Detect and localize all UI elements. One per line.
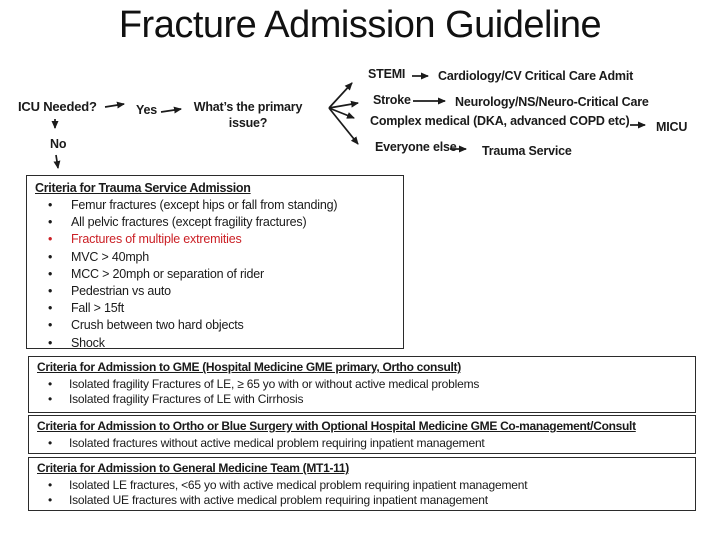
criteria-item: Isolated LE fractures, <65 yo with activ… xyxy=(37,478,687,494)
branch-stroke-label: Stroke xyxy=(373,93,411,107)
criteria-list: Isolated LE fractures, <65 yo with activ… xyxy=(37,478,687,509)
branch-everyone-target: Trauma Service xyxy=(482,144,572,158)
criteria-item: Fall > 15ft xyxy=(35,300,395,317)
ortho-blue-surgery-criteria-box: Criteria for Admission to Ortho or Blue … xyxy=(28,415,696,454)
criteria-list: Isolated fractures without active medica… xyxy=(37,436,687,452)
criteria-item: Pedestrian vs auto xyxy=(35,283,395,300)
icu-needed-label: ICU Needed? xyxy=(18,99,97,114)
criteria-item: MVC > 40mph xyxy=(35,249,395,266)
branch-everyone-label: Everyone else xyxy=(375,140,457,154)
criteria-item: Isolated UE fractures with active medica… xyxy=(37,493,687,509)
box-title: Criteria for Admission to GME (Hospital … xyxy=(37,360,461,374)
arrow-branch-stroke-icon xyxy=(328,100,359,109)
arrow-yes-to-primary-icon xyxy=(160,106,182,114)
gme-criteria-box: Criteria for Admission to GME (Hospital … xyxy=(28,356,696,413)
criteria-item: Femur fractures (except hips or fall fro… xyxy=(35,197,395,214)
branch-stemi-target: Cardiology/CV Critical Care Admit xyxy=(438,69,634,83)
trauma-service-criteria-box: Criteria for Trauma Service Admission Fe… xyxy=(26,175,404,352)
yes-label: Yes xyxy=(136,103,157,117)
criteria-item: Isolated fragility Fractures of LE with … xyxy=(37,392,687,408)
branch-complex-target: MICU xyxy=(656,120,688,134)
general-medicine-criteria-box: Criteria for Admission to General Medici… xyxy=(28,457,696,511)
arrow-no-down-icon xyxy=(53,154,61,169)
box-title: Criteria for Admission to Ortho or Blue … xyxy=(37,419,636,433)
arrow-icu-to-yes-icon xyxy=(104,101,125,109)
box-title: Criteria for Trauma Service Admission xyxy=(35,181,251,195)
box-title: Criteria for Admission to General Medici… xyxy=(37,461,349,475)
primary-issue-label: What’s the primary issue? xyxy=(193,100,303,130)
criteria-list: Isolated fragility Fractures of LE, ≥ 65… xyxy=(37,377,687,408)
branch-stemi-label: STEMI xyxy=(368,67,406,81)
page-title: Fracture Admission Guideline xyxy=(118,4,602,46)
arrow-branch-stemi-icon xyxy=(328,82,353,109)
no-label: No xyxy=(50,137,67,151)
criteria-item: Isolated fragility Fractures of LE, ≥ 65… xyxy=(37,377,687,393)
arrow-branch-complex-icon xyxy=(328,107,355,119)
criteria-item: Crush between two hard objects xyxy=(35,317,395,334)
criteria-item: MCC > 20mph or separation of rider xyxy=(35,266,395,283)
branch-complex-label: Complex medical (DKA, advanced COPD etc) xyxy=(370,114,630,128)
arrow-branch-everyone-icon xyxy=(328,107,359,145)
criteria-item: Shock xyxy=(35,335,395,352)
branch-stroke-target: Neurology/NS/Neuro-Critical Care xyxy=(455,95,649,109)
criteria-item: Fractures of multiple extremities xyxy=(35,231,395,248)
criteria-item: All pelvic fractures (except fragility f… xyxy=(35,214,395,231)
criteria-list: Femur fractures (except hips or fall fro… xyxy=(35,197,395,352)
criteria-item: Isolated fractures without active medica… xyxy=(37,436,687,452)
